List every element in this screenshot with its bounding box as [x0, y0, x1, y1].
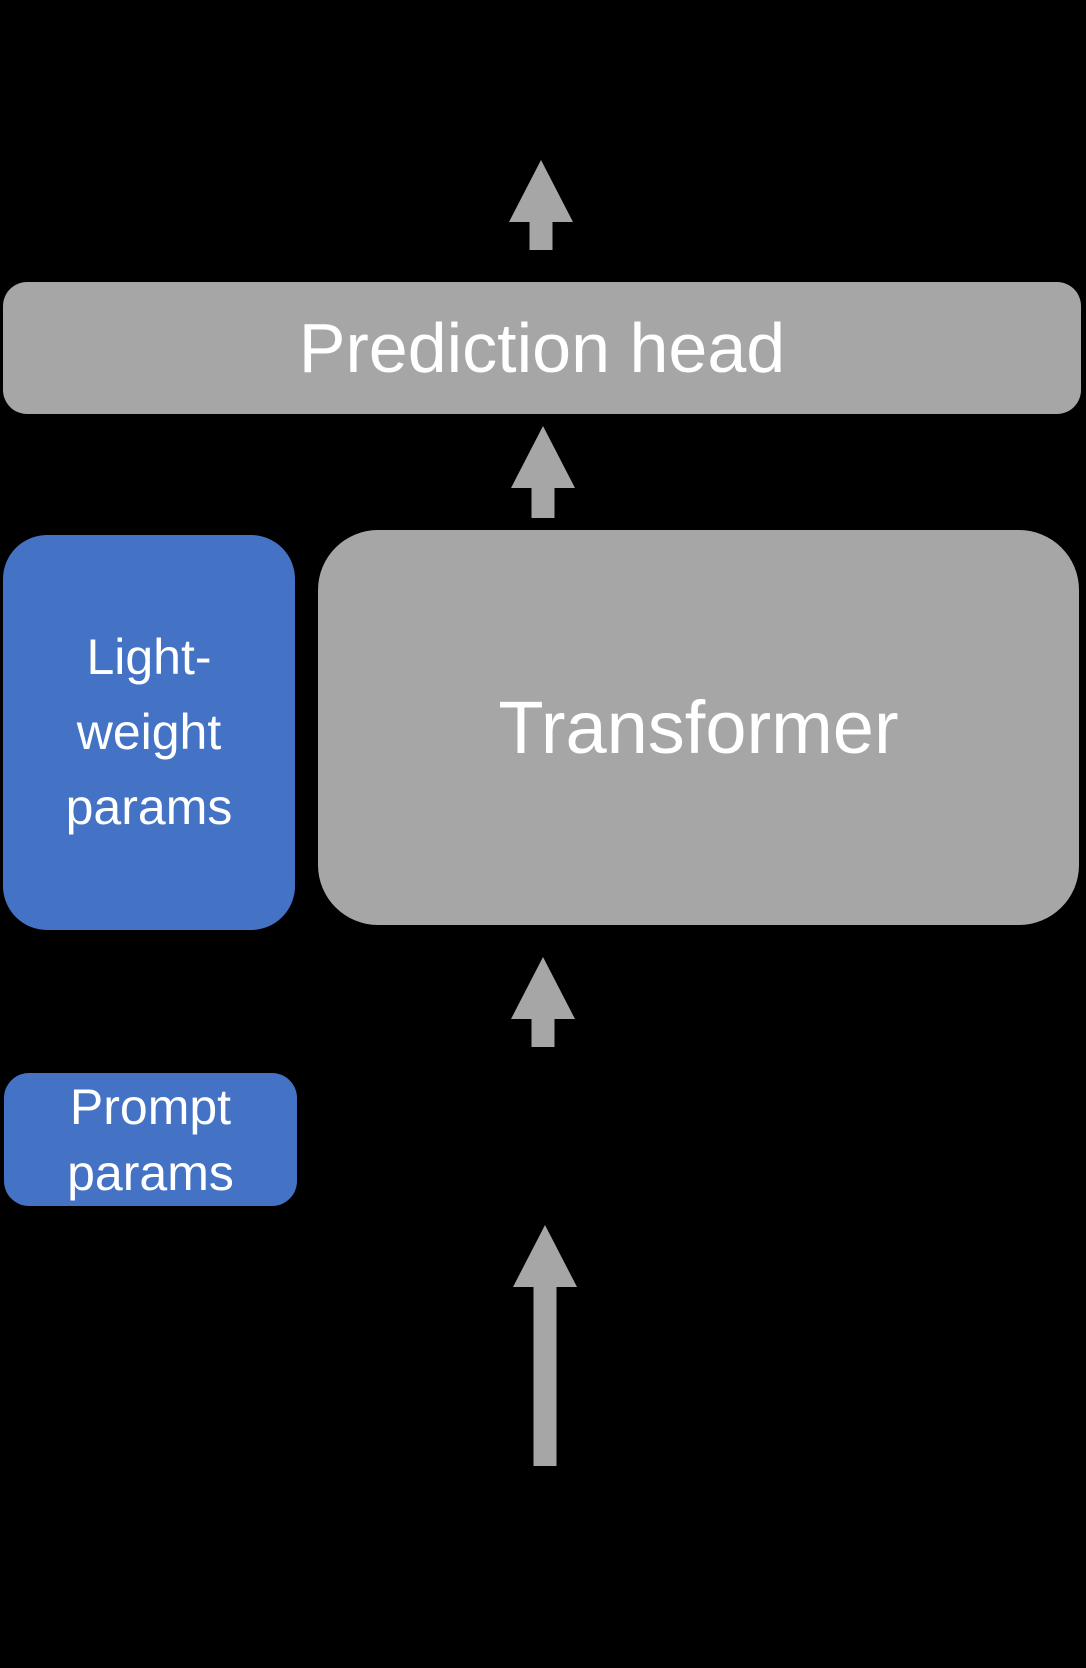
output-arrow-shape — [509, 160, 573, 250]
input-arrow-shape — [513, 1225, 577, 1466]
transformer-node: Transformer — [318, 530, 1079, 925]
input-arrow-icon — [513, 1225, 577, 1466]
transformer-label: Transformer — [498, 686, 899, 769]
input-to-transformer-arrow-shape — [511, 957, 575, 1047]
prompt-params-label: Prompt params — [67, 1078, 234, 1201]
lightweight-params-node: Light- weight params — [3, 535, 295, 930]
transformer-to-head-arrow-shape — [511, 426, 575, 518]
prompt-params-node: Prompt params — [4, 1073, 297, 1206]
lightweight-params-label: Light- weight params — [65, 629, 233, 835]
prediction-head-label: Prediction head — [298, 309, 786, 387]
input-to-transformer-arrow-icon — [511, 957, 575, 1047]
transformer-to-head-arrow-icon — [511, 426, 575, 518]
prediction-head-node: Prediction head — [3, 282, 1081, 414]
output-arrow-icon — [509, 160, 573, 250]
